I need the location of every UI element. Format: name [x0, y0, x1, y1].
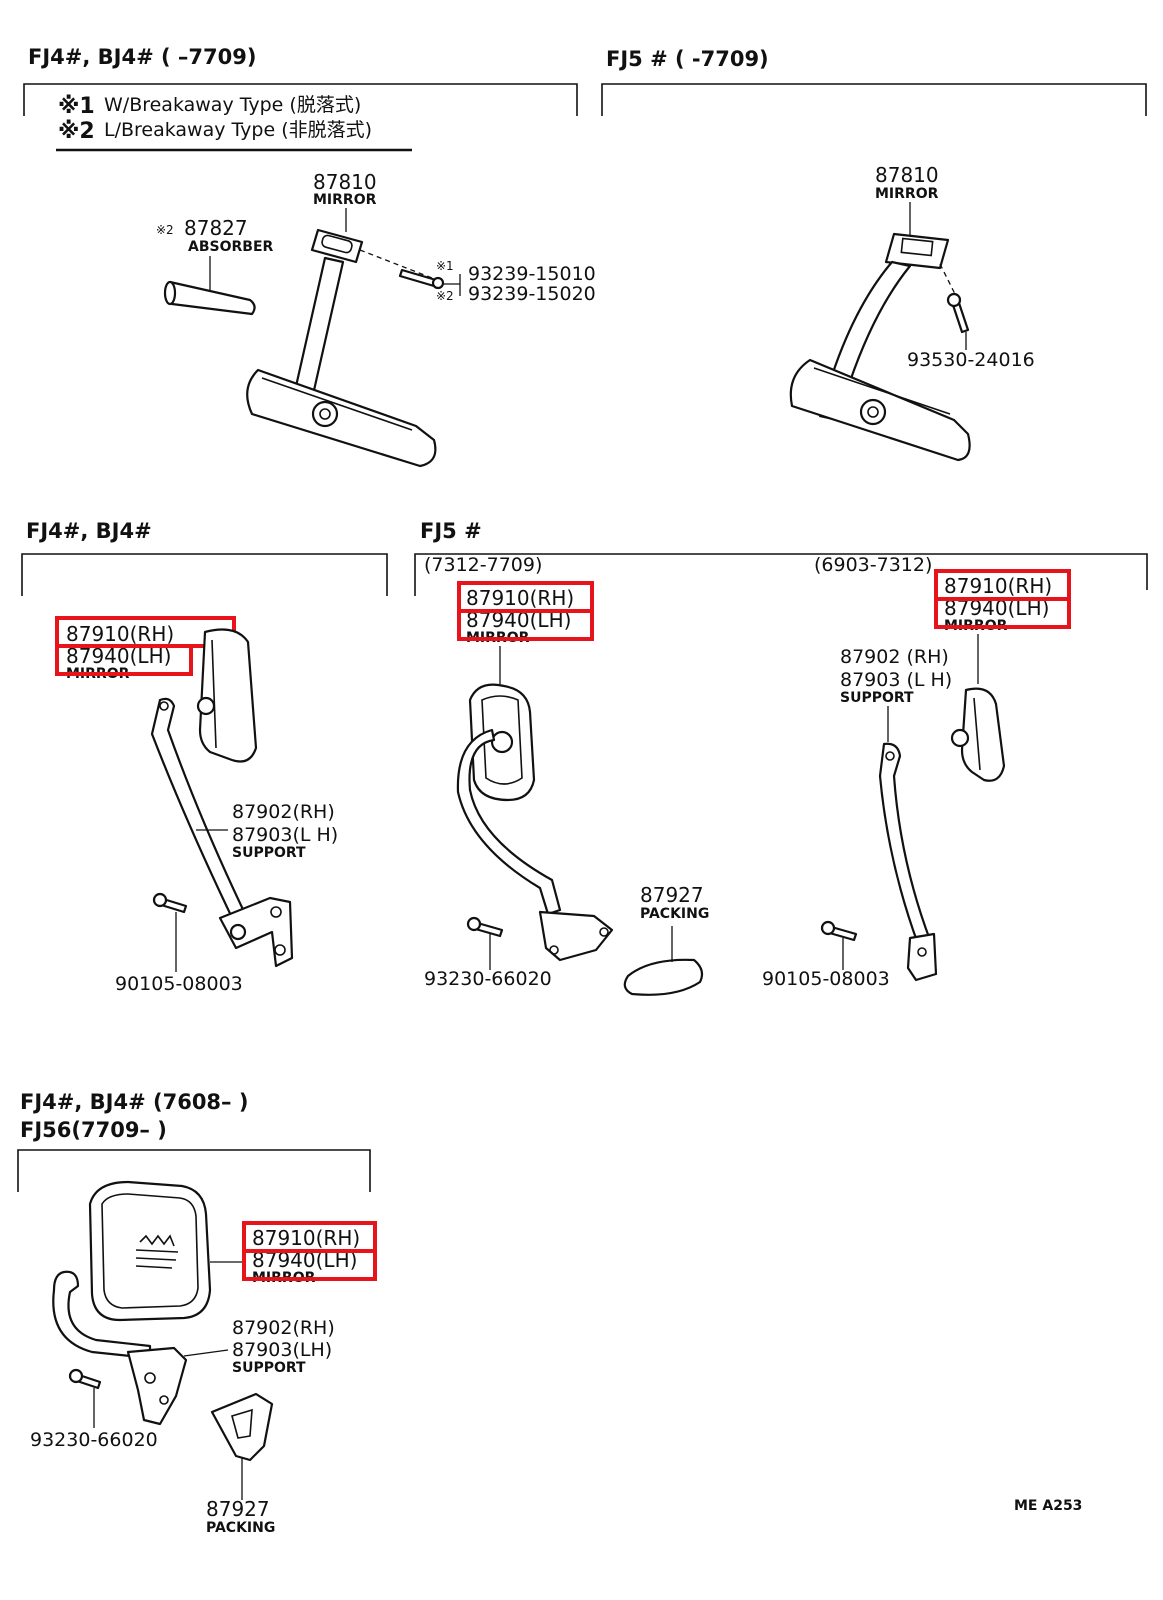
b-mirror-lh-highlight: [242, 1249, 377, 1281]
absorber-name: ABSORBER: [188, 239, 274, 255]
mid-right-range-a: (7312-7709): [424, 554, 542, 576]
note1-text: W/Breakaway Type (脱落式): [104, 94, 361, 116]
ma-mirror-part: [468, 683, 536, 802]
note2-text: L/Breakaway Type (非脱落式): [104, 119, 372, 141]
tl-screw1-number: 93239-15010: [468, 263, 596, 285]
tr-screw-number: 93530-24016: [907, 349, 1035, 371]
note2-mark: ※2: [58, 119, 95, 144]
section-mid-right: FJ5 # (7312-7709) (6903-7312) 87910(RH) …: [414, 519, 1148, 996]
tr-screw: [939, 263, 970, 334]
section-frame-bottom: [17, 1149, 371, 1192]
diagram-code: ME A253: [1014, 1498, 1082, 1514]
mb-bolt: [820, 920, 858, 942]
ma-arm-part: [456, 728, 614, 962]
ml-bolt-number: 90105-08003: [115, 973, 243, 995]
section-frame-mid-left: [21, 553, 388, 596]
ma-mirror-rh: 87910(RH): [466, 586, 574, 610]
rear-view-mirror-right: [789, 232, 971, 462]
ma-mirror-lh-highlight: [457, 609, 594, 641]
mb-support-name: SUPPORT: [840, 690, 914, 706]
section-title-mid-left: FJ4#, BJ4#: [26, 519, 152, 543]
tl-screw2-number: 93239-15020: [468, 283, 596, 305]
b-support-rh: 87902(RH): [232, 1317, 335, 1339]
ml-mirror-lh-highlight: [55, 644, 193, 676]
mb-mirror-part: [950, 687, 1006, 782]
tl-mirror-number: 87810: [313, 170, 377, 194]
b-packing-part: [210, 1392, 274, 1462]
rear-view-mirror-left: [246, 228, 437, 468]
mb-support-lh: 87903 (L H): [840, 669, 952, 691]
section-title-mid-right: FJ5 #: [420, 519, 482, 543]
mb-mirror-rh: 87910(RH): [944, 574, 1052, 598]
ml-mirror-part: [196, 628, 258, 763]
tr-mirror-name: MIRROR: [875, 186, 939, 202]
section-frame-mid-right: [414, 553, 1148, 596]
b-support-lh: 87903(LH): [232, 1339, 332, 1361]
mb-bolt-number: 90105-08003: [762, 968, 890, 990]
ml-bolt: [152, 892, 188, 914]
b-bolt-number: 93230-66020: [30, 1429, 158, 1451]
absorber-part: [163, 280, 256, 316]
section-top-left: FJ4#, BJ4# ( –7709) ※1 W/Breakaway Type …: [23, 45, 596, 468]
b-support-leader: [183, 1349, 229, 1357]
ma-packing-name: PACKING: [640, 906, 709, 922]
ml-mirror-rh: 87910(RH): [66, 622, 174, 646]
section-title-bottom-line2: FJ56(7709– ): [20, 1118, 167, 1142]
absorber-number: 87827: [184, 216, 248, 240]
tl-screw: [359, 249, 445, 290]
mb-support-rh: 87902 (RH): [840, 646, 949, 668]
section-frame-top-right: [601, 83, 1147, 116]
b-mirror-rh: 87910(RH): [252, 1226, 360, 1250]
b-support-name: SUPPORT: [232, 1360, 306, 1376]
absorber-mark: ※2: [156, 223, 174, 237]
ml-support-part: [150, 697, 294, 968]
ml-support-lh: 87903(L H): [232, 824, 338, 846]
section-title-bottom-line1: FJ4#, BJ4# (7608– ): [20, 1090, 248, 1114]
tl-screw1-mark: ※1: [436, 259, 454, 273]
section-title-top-right: FJ5 # ( -7709): [606, 47, 769, 71]
mid-right-range-b: (6903-7312): [814, 554, 932, 576]
section-top-right: FJ5 # ( -7709) 87810 MIRROR 93530-24016: [601, 47, 1147, 462]
ma-bolt-number: 93230-66020: [424, 968, 552, 990]
b-arm-part: [52, 1270, 188, 1426]
ma-packing-part: [623, 958, 704, 996]
b-packing-number: 87927: [206, 1497, 270, 1521]
tl-mirror-name: MIRROR: [313, 192, 377, 208]
ml-support-name: SUPPORT: [232, 845, 306, 861]
section-frame-top-left: [23, 83, 578, 116]
section-title-top-left: FJ4#, BJ4# ( –7709): [28, 45, 256, 69]
ml-support-rh: 87902(RH): [232, 801, 335, 823]
b-bolt: [68, 1368, 102, 1390]
tl-screw-leader: [444, 274, 461, 296]
b-mirror-part: [88, 1180, 212, 1322]
b-packing-name: PACKING: [206, 1520, 275, 1536]
note1-mark: ※1: [58, 94, 95, 119]
tl-screw2-mark: ※2: [436, 289, 454, 303]
section-bottom: FJ4#, BJ4# (7608– ) FJ56(7709– ) 87910(R…: [17, 1090, 377, 1536]
section-mid-left: FJ4#, BJ4# 87910(RH) 87940(LH) MIRROR 87…: [21, 519, 388, 995]
ma-bolt: [466, 916, 504, 938]
tr-mirror-number: 87810: [875, 163, 939, 187]
ma-packing-number: 87927: [640, 883, 704, 907]
mb-support-part: [878, 742, 938, 982]
mb-mirror-lh-highlight: [934, 597, 1071, 629]
